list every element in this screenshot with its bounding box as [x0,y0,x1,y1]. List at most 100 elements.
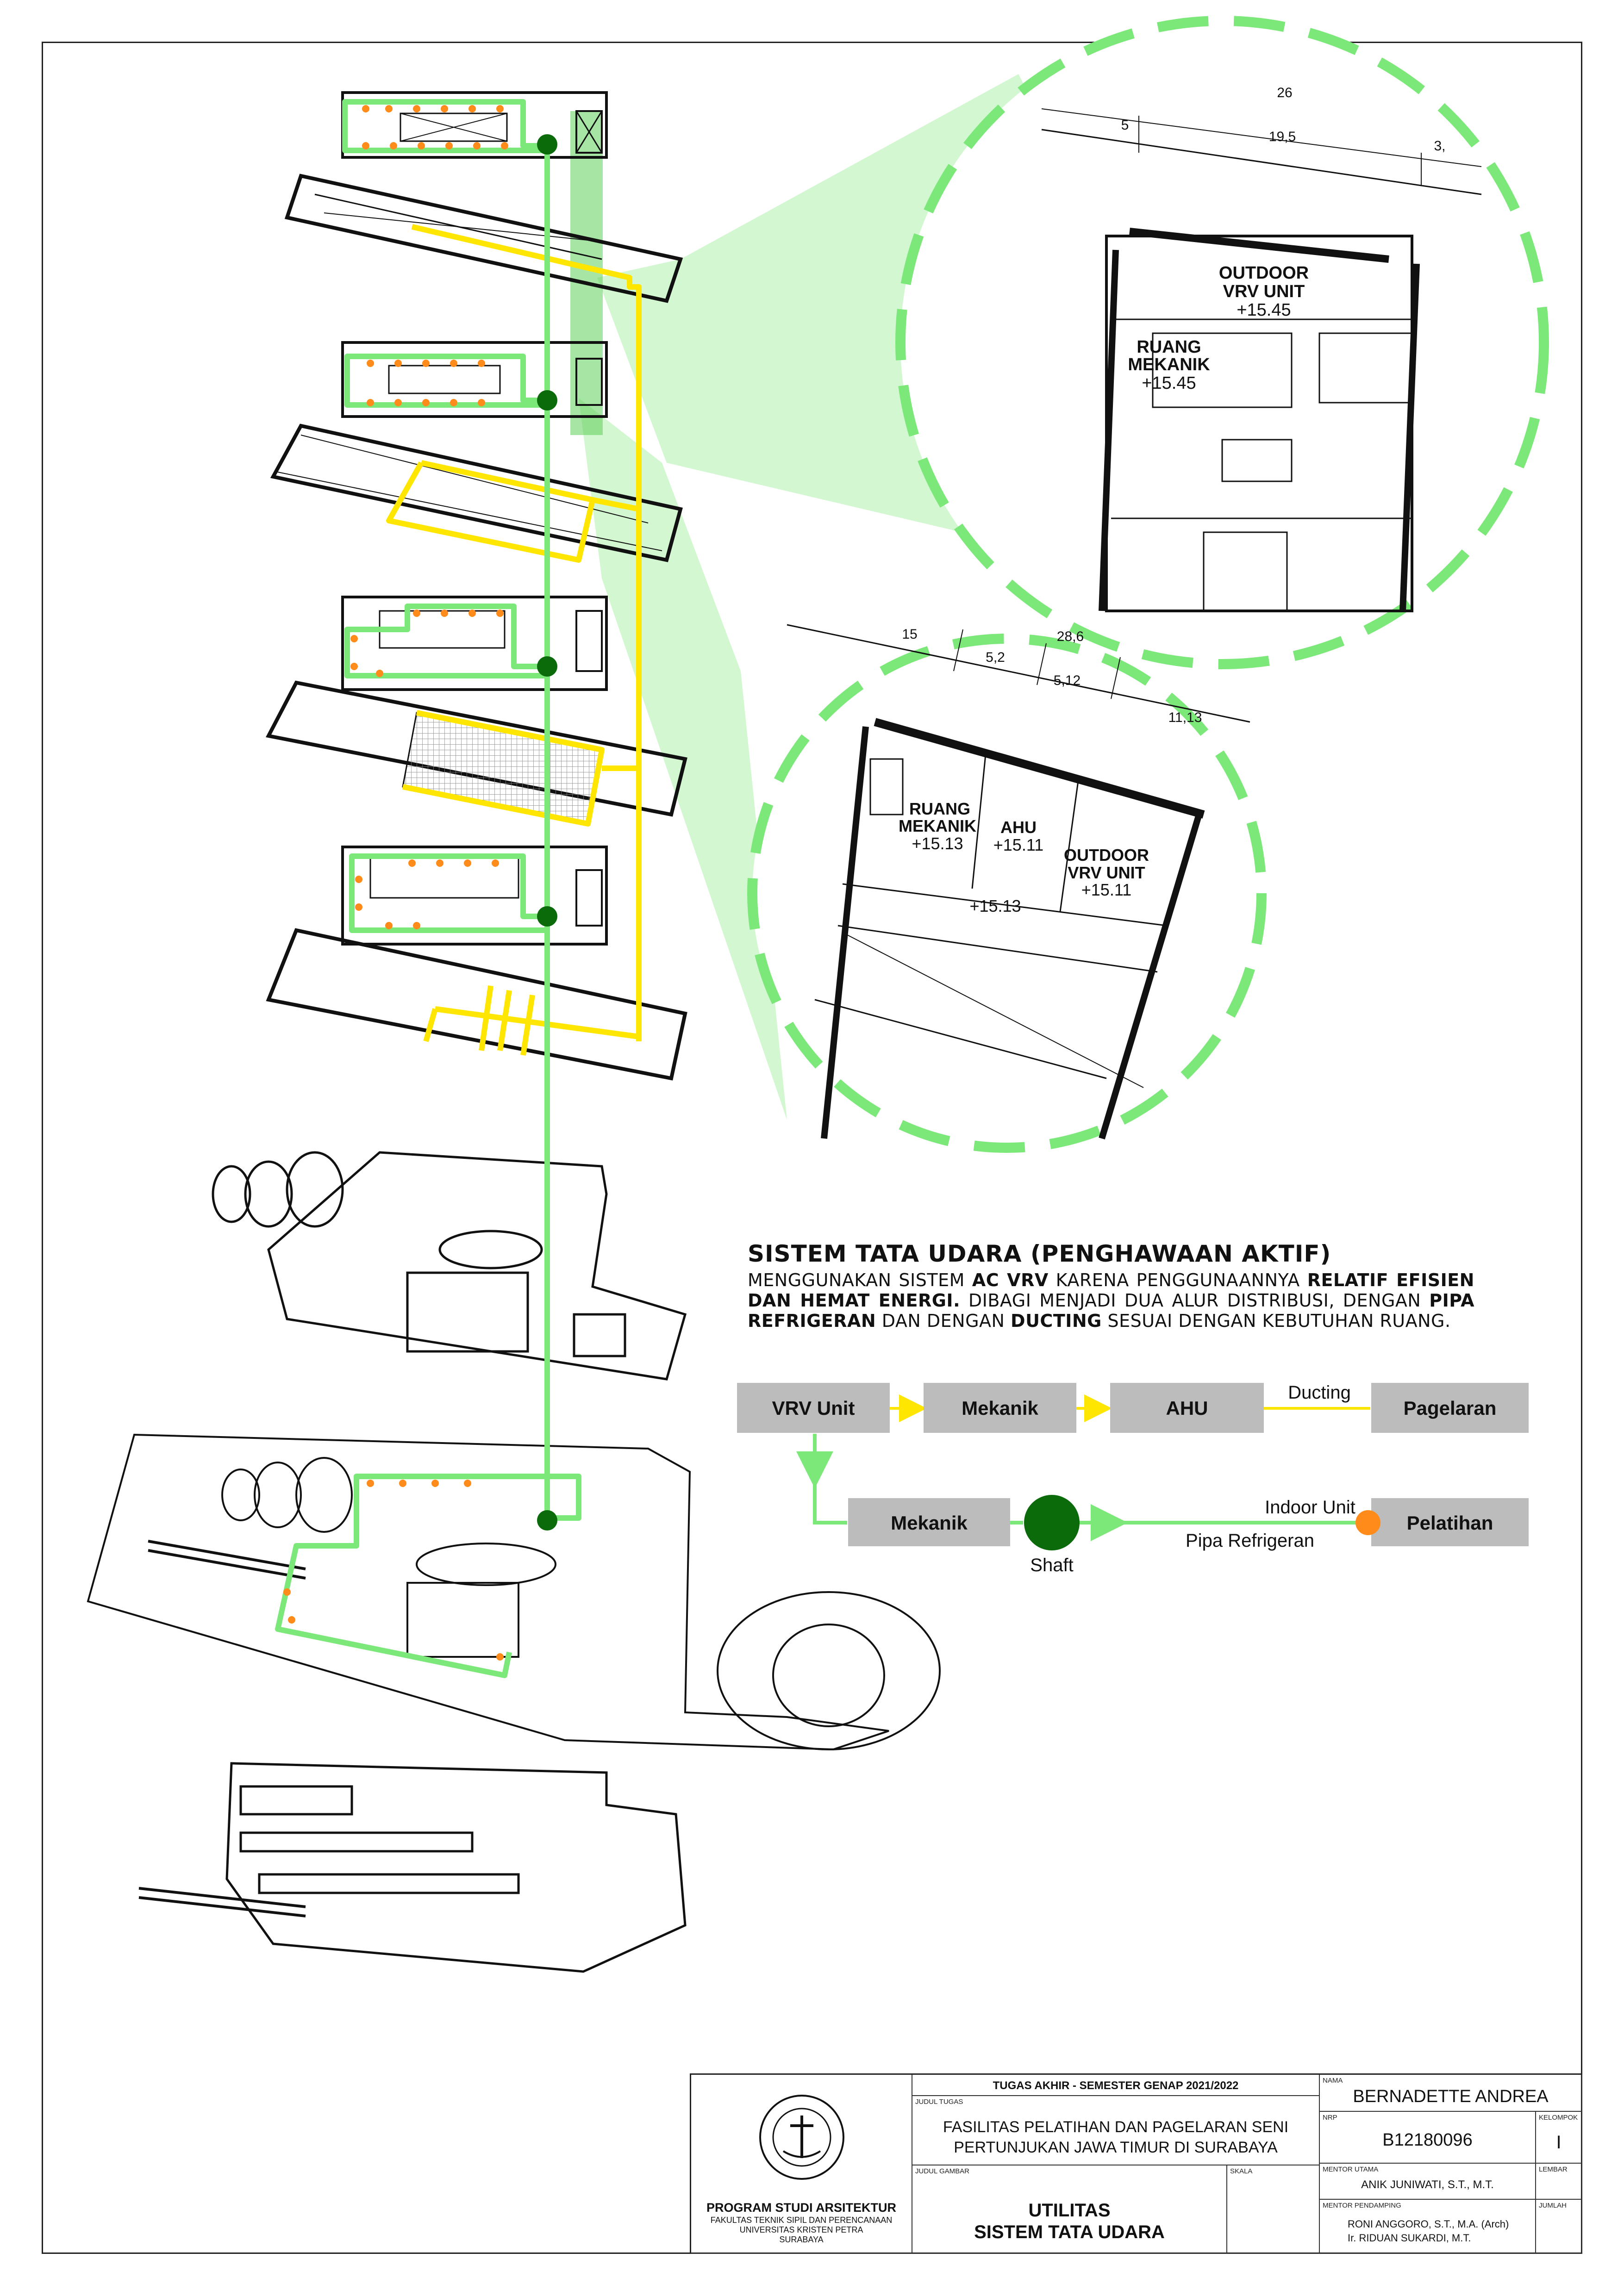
label-vrv-unit: VRV UNIT [1223,282,1305,301]
tb-judul-gambar-line2: SISTEM TATA UDARA [974,2222,1165,2242]
flow-shaft-node [1024,1495,1080,1550]
floor-plan-l5 [341,341,608,418]
label-ruang: RUANG [1137,337,1201,357]
dim-bottom-15: 15 [902,627,917,642]
flow-label-ahu: AHU [1166,1397,1208,1419]
body-text: SESUAI DENGAN KEBUTUHAN RUANG. [1101,1311,1451,1331]
label-b-vrv-unit: VRV UNIT [1068,863,1145,882]
floor-plan-mezzanine [266,928,687,1081]
dim-bottom-5-2: 5,2 [986,650,1005,665]
tb-lembar-label: LEMBAR [1539,2165,1568,2173]
tb-jumlah: JUMLAH [1536,2200,1582,2254]
label-b-elev-hall: +15.13 [969,896,1021,915]
tb-nama-label: NAMA [1323,2077,1343,2084]
detail-top-labels: 26 19,5 5 3, OUTDOOR VRV UNIT +15.45 RUA… [1121,85,1446,393]
flow-label-pelatihan: Pelatihan [1407,1512,1493,1534]
body-emphasis: DUCTING [1011,1311,1102,1331]
flow-label-shaft: Shaft [1030,1555,1073,1575]
label-elev-mekanik: +15.45 [1142,373,1196,393]
shaft-node-l1 [537,906,557,927]
dim-top-3: 3, [1434,138,1445,154]
tb-nama-value: BERNADETTE ANDREA [1353,2087,1549,2106]
flow-label-ducting: Ducting [1288,1382,1351,1403]
shaft-nodes [537,134,557,1531]
dim-bottom-11-13: 11,13 [1168,710,1202,725]
body-text: KARENA PENGGUNAANNYA [1048,1270,1307,1290]
indoor-units [283,105,508,1661]
floor-plan-l1 [341,846,608,946]
dim-bottom-5-12: 5,12 [1054,673,1081,688]
tb-skala-label: SKALA [1230,2167,1253,2175]
label-mekanik: MEKANIK [1128,355,1210,374]
label-b-ruang: RUANG [909,799,970,818]
label-b-elev-ahu: +15.11 [993,835,1043,854]
shaft-node-roof [537,134,557,155]
university-seal [759,2095,844,2180]
tb-judul-gambar: JUDUL GAMBAR UTILITAS SISTEM TATA UDARA [912,2165,1227,2254]
flow-box-mekanik-bottom [848,1498,1010,1546]
dim-top-19-5: 19,5 [1269,129,1296,144]
label-b-elev-outdoor: +15.11 [1081,880,1131,899]
floor-plan-ground [212,1151,687,1381]
tb-mentor-utama-label: MENTOR UTAMA [1323,2165,1379,2173]
tb-judul-tugas-line2: PERTUNJUKAN JAWA TIMUR DI SURABAYA [954,2139,1278,2156]
flow-box-ahu [1110,1383,1264,1433]
detail-bottom-labels: 15 28,6 5,2 5,12 11,13 RUANG MEKANIK +15… [899,627,1202,915]
body-text: MENGGUNAKAN SISTEM [748,1270,972,1290]
shaft-node-l5 [537,390,557,411]
tb-nrp: NRP B12180096 [1320,2112,1536,2164]
floor-plan-basement [138,1762,687,1973]
tb-nrp-label: NRP [1323,2114,1337,2122]
flow-box-pelatihan [1371,1498,1529,1546]
system-body: MENGGUNAKAN SISTEM AC VRV KARENA PENGGUN… [748,1270,1474,1331]
detail-circle-bottom [747,624,1267,1153]
tb-mentor-utama-value: ANIK JUNIWATI, S.T., M.T. [1361,2178,1494,2191]
tb-city: SURABAYA [779,2235,824,2244]
tb-university: UNIVERSITAS KRISTEN PETRA [739,2225,863,2234]
flow-labels: VRV Unit Mekanik AHU Pagelaran Ducting M… [772,1382,1497,1575]
tb-judul-tugas-label: JUDUL TUGAS [915,2098,963,2106]
refrigerant-route [275,99,581,1678]
tb-judul-gambar-line1: UTILITAS [1028,2200,1111,2221]
detail-circle-top [895,16,1549,669]
tb-assignment: TUGAS AKHIR - SEMESTER GENAP 2021/2022 [912,2075,1320,2096]
flow-label-mekanik-bottom: Mekanik [891,1512,968,1534]
tb-kelompok-label: KELOMPOK [1539,2114,1578,2122]
dim-top-26: 26 [1277,85,1292,100]
label-elev-outdoor: +15.45 [1237,300,1291,320]
flow-box-vrv-unit [737,1383,890,1433]
label-b-outdoor: OUTDOOR [1064,846,1149,865]
label-b-mekanik: MEKANIK [899,816,976,835]
flow-label-mekanik-top: Mekanik [962,1397,1038,1419]
shaft-node-ground [537,1510,557,1531]
tb-judul-tugas-line1: FASILITAS PELATIHAN DAN PAGELARAN SENI [943,2118,1289,2136]
tb-program: PROGRAM STUDI ARSITEKTUR [706,2201,896,2215]
flow-diagram [737,1383,1529,1550]
label-outdoor: OUTDOOR [1219,263,1309,283]
shaft-node-l3 [537,656,557,677]
flow-label-pipa: Pipa Refrigeran [1186,1531,1314,1551]
tb-jumlah-label: JUMLAH [1539,2202,1567,2209]
tb-mentor-pendamping-label: MENTOR PENDAMPING [1323,2202,1401,2209]
tb-judul-tugas: JUDUL TUGAS FASILITAS PELATIHAN DAN PAGE… [912,2096,1320,2165]
flow-indoor-unit-node [1355,1510,1380,1535]
flow-label-indoor-unit: Indoor Unit [1265,1497,1355,1518]
flow-box-pagelaran [1371,1383,1529,1433]
flow-box-mekanik-top [924,1383,1076,1433]
body-text: DAN DENGAN [876,1311,1011,1331]
flow-label-pagelaran: Pagelaran [1404,1397,1497,1419]
ducting-route [386,224,642,1056]
tb-assignment-text: TUGAS AKHIR - SEMESTER GENAP 2021/2022 [993,2079,1239,2092]
tb-lembar: LEMBAR [1536,2164,1582,2200]
tb-mentor-utama: MENTOR UTAMA ANIK JUNIWATI, S.T., M.T. [1320,2164,1536,2200]
body-emphasis: AC VRV [972,1270,1049,1290]
tb-institution: PROGRAM STUDI ARSITEKTUR FAKULTAS TEKNIK… [691,2075,912,2254]
tb-mentor-pendamping-2: Ir. RIDUAN SUKARDI, M.T. [1348,2232,1471,2244]
tb-skala: SKALA [1227,2165,1320,2254]
tb-mentor-pendamping: MENTOR PENDAMPING RONI ANGGORO, S.T., M.… [1320,2200,1536,2254]
system-heading: SISTEM TATA UDARA (PENGHAWAAN AKTIF) [748,1240,1331,1267]
tb-kelompok: KELOMPOK I [1536,2112,1582,2164]
dim-bottom-28-6: 28,6 [1057,629,1084,644]
tb-nama: NAMA BERNADETTE ANDREA [1320,2075,1582,2112]
